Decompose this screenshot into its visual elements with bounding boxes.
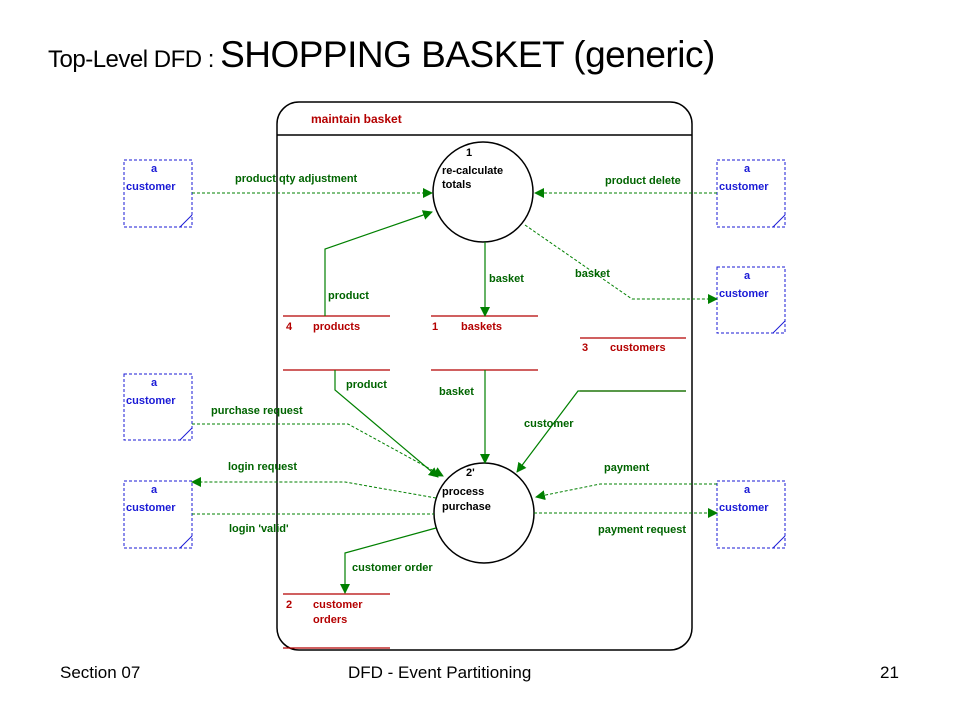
title-main: SHOPPING BASKET (generic) [220, 34, 715, 75]
external-line1: a [744, 270, 751, 282]
process-recalculate-totals: 1 re-calculate totals [432, 141, 534, 243]
footer-page-number: 21 [880, 663, 899, 682]
process-number: 2' [466, 467, 475, 479]
datastore-name: customers [610, 342, 666, 354]
process-label-line1: re-calculate [442, 165, 503, 177]
datastore-name: products [313, 321, 360, 333]
flow-label: basket [489, 273, 524, 285]
flow-customer-to-purchase [516, 390, 686, 473]
process-label-line1: process [442, 486, 484, 498]
flow-label: product delete [605, 175, 681, 187]
flow-label: login request [228, 461, 297, 473]
process-number: 1 [466, 147, 472, 159]
flow-purchase-request [192, 423, 444, 477]
external-line2: customer [719, 502, 769, 514]
flow-label: product qty adjustment [235, 173, 358, 185]
datastore-name-line2: orders [313, 614, 347, 626]
datastore-customer-orders: 2 customer orders [283, 593, 390, 649]
data-flows [324, 210, 686, 594]
external-line1: a [744, 163, 751, 175]
datastore-number: 3 [582, 342, 588, 354]
external-line1: a [151, 484, 158, 496]
flow-label: payment [604, 462, 650, 474]
process-label-line2: purchase [442, 501, 491, 513]
datastore-number: 4 [286, 321, 293, 333]
external-customer-6: a customer [716, 480, 786, 549]
external-customer-3: a customer [716, 266, 786, 334]
flow-label: basket [575, 268, 610, 280]
external-customer-2: a customer [716, 159, 786, 228]
datastore-customers: 3 customers [580, 337, 686, 392]
flow-label: product [346, 379, 387, 391]
footer-topic: DFD - Event Partitioning [348, 663, 532, 682]
title-prefix: Top-Level DFD : [48, 46, 221, 73]
external-line2: customer [719, 181, 769, 193]
external-line2: customer [126, 181, 176, 193]
flow-product-to-recalc [324, 210, 433, 316]
datastore-name: baskets [461, 321, 502, 333]
flow-basket-to-customer [524, 224, 718, 304]
flow-label: login 'valid' [229, 523, 289, 535]
process-process-purchase: 2' process purchase [433, 462, 535, 564]
flow-payment [535, 483, 717, 501]
external-customer-1: a customer [123, 159, 193, 228]
flow-label: basket [439, 386, 474, 398]
flow-label: customer order [352, 562, 433, 574]
external-line1: a [744, 484, 751, 496]
datastore-number: 1 [432, 321, 438, 333]
datastore-baskets: 1 baskets [431, 315, 538, 371]
frame-title: maintain basket [311, 112, 402, 126]
footer-section: Section 07 [60, 663, 141, 682]
external-line1: a [151, 377, 158, 389]
external-line2: customer [126, 502, 176, 514]
flow-label: payment request [598, 524, 686, 536]
flow-label: customer [524, 418, 574, 430]
flow-login-request [191, 477, 437, 499]
process-frame: maintain basket [276, 101, 693, 651]
flow-label: product [328, 290, 369, 302]
datastore-products: 4 products [283, 315, 390, 371]
external-line1: a [151, 163, 158, 175]
flow-product-to-purchase [334, 370, 439, 478]
external-customer-4: a customer [123, 373, 193, 441]
datastore-number: 2 [286, 599, 292, 611]
external-line2: customer [126, 395, 176, 407]
external-line2: customer [719, 288, 769, 300]
event-flows [191, 188, 718, 518]
datastore-name: customer [313, 599, 363, 611]
external-customer-5: a customer [123, 480, 193, 549]
process-label-line2: totals [442, 179, 471, 191]
flow-customer-order [340, 527, 437, 594]
flow-label: purchase request [211, 405, 303, 417]
slide-title: Top-Level DFD : SHOPPING BASKET (generic… [48, 34, 715, 76]
flow-labels: product qty adjustment product delete ba… [211, 173, 686, 574]
